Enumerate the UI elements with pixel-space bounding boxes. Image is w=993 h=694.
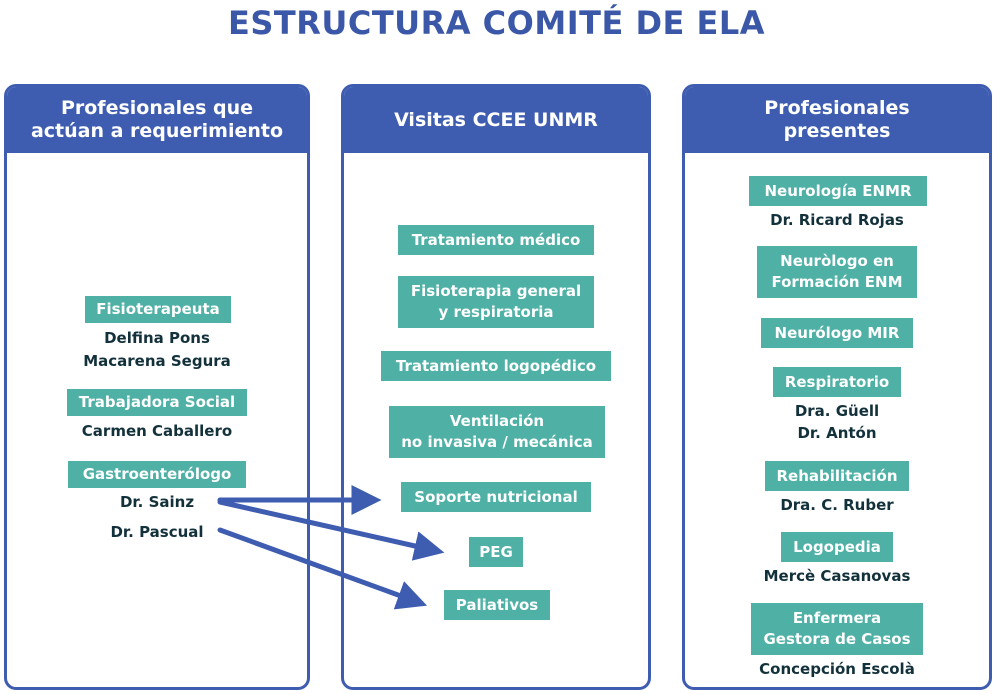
service-tag: Tratamiento médico — [398, 225, 594, 255]
role-label: Gestora de Casos — [763, 630, 911, 648]
panel-header-on-demand: Profesionales que actúan a requerimiento — [7, 87, 307, 153]
service-label: Ventilación — [449, 412, 545, 430]
person-name: Dr. Ricard Rojas — [770, 211, 904, 229]
person-name: Dra. Güell — [794, 402, 880, 420]
person-name: Dra. C. Ruber — [780, 496, 894, 514]
panel-ccee-visits: Visitas CCEE UNMR Tratamiento médico Fis… — [341, 84, 651, 690]
service-tag-paliativos: Paliativos — [444, 590, 550, 620]
person-name-dr-sainz: Dr. Sainz — [119, 493, 195, 511]
diagram-title: ESTRUCTURA COMITÉ DE ELA — [227, 4, 766, 42]
service-label: Fisioterapia general — [410, 282, 582, 300]
service-tag: Tratamiento logopédico — [381, 351, 611, 381]
role-label: Neurólogo MIR — [774, 323, 900, 342]
role-tag-gastroenterologo: Gastroenterólogo — [68, 461, 246, 488]
service-label: no invasiva / mecánica — [401, 433, 593, 451]
panel-present-professionals: Profesionales presentes Neurología ENMR … — [682, 84, 992, 690]
panel-header-line: Profesionales — [764, 97, 910, 119]
person-name: Dr. Antón — [797, 424, 877, 442]
person-name: Concepción Escolà — [759, 660, 915, 678]
service-tag: Ventilación no invasiva / mecánica — [389, 406, 605, 458]
service-label: Tratamiento logopédico — [395, 356, 597, 375]
panel-header-line: presentes — [783, 120, 891, 142]
person-name: Macarena Segura — [83, 352, 231, 370]
service-label: Paliativos — [455, 595, 539, 614]
role-tag-rehabilitacion: Rehabilitación — [765, 461, 909, 491]
role-label: Neuròlogo en — [780, 252, 894, 270]
role-tag-respiratorio: Respiratorio — [773, 367, 901, 397]
panel-header-line: actúan a requerimiento — [30, 120, 284, 142]
role-tag-fisioterapeuta: Fisioterapeuta — [85, 296, 231, 323]
role-label: Neurología ENMR — [764, 181, 912, 200]
service-label: y respiratoria — [438, 303, 554, 321]
role-tag-neurologo-mir: Neurólogo MIR — [761, 318, 913, 348]
service-label: PEG — [479, 542, 513, 561]
person-name: Mercè Casanovas — [763, 567, 911, 585]
role-label: Formación ENM — [771, 273, 903, 291]
service-label: Soporte nutricional — [414, 487, 578, 506]
service-tag: Fisioterapia general y respiratoria — [398, 276, 594, 328]
role-tag-neurologia-enmr: Neurología ENMR — [749, 176, 927, 206]
role-tag-logopedia: Logopedia — [781, 532, 893, 562]
role-label: Respiratorio — [784, 372, 890, 391]
panel-header-line: Profesionales que — [60, 97, 254, 119]
panel-header-ccee: Visitas CCEE UNMR — [344, 87, 648, 153]
role-label: Rehabilitación — [776, 466, 898, 485]
person-name: Delfina Pons — [104, 329, 210, 347]
role-tag-enfermera-gestora: Enfermera Gestora de Casos — [751, 603, 923, 655]
panel-header-present: Profesionales presentes — [685, 87, 989, 153]
service-tag-peg: PEG — [469, 537, 523, 567]
person-name-dr-pascual: Dr. Pascual — [110, 523, 204, 541]
service-tag-soporte-nutricional: Soporte nutricional — [401, 482, 591, 512]
role-tag-neurologo-formacion: Neuròlogo en Formación ENM — [757, 246, 917, 298]
role-tag-trabajadora-social: Trabajadora Social — [67, 389, 247, 416]
service-label: Tratamiento médico — [411, 230, 581, 249]
role-label: Enfermera — [792, 609, 882, 627]
panel-on-demand-professionals: Profesionales que actúan a requerimiento… — [4, 84, 310, 690]
role-label: Logopedia — [793, 537, 881, 556]
person-name: Carmen Caballero — [81, 422, 233, 440]
